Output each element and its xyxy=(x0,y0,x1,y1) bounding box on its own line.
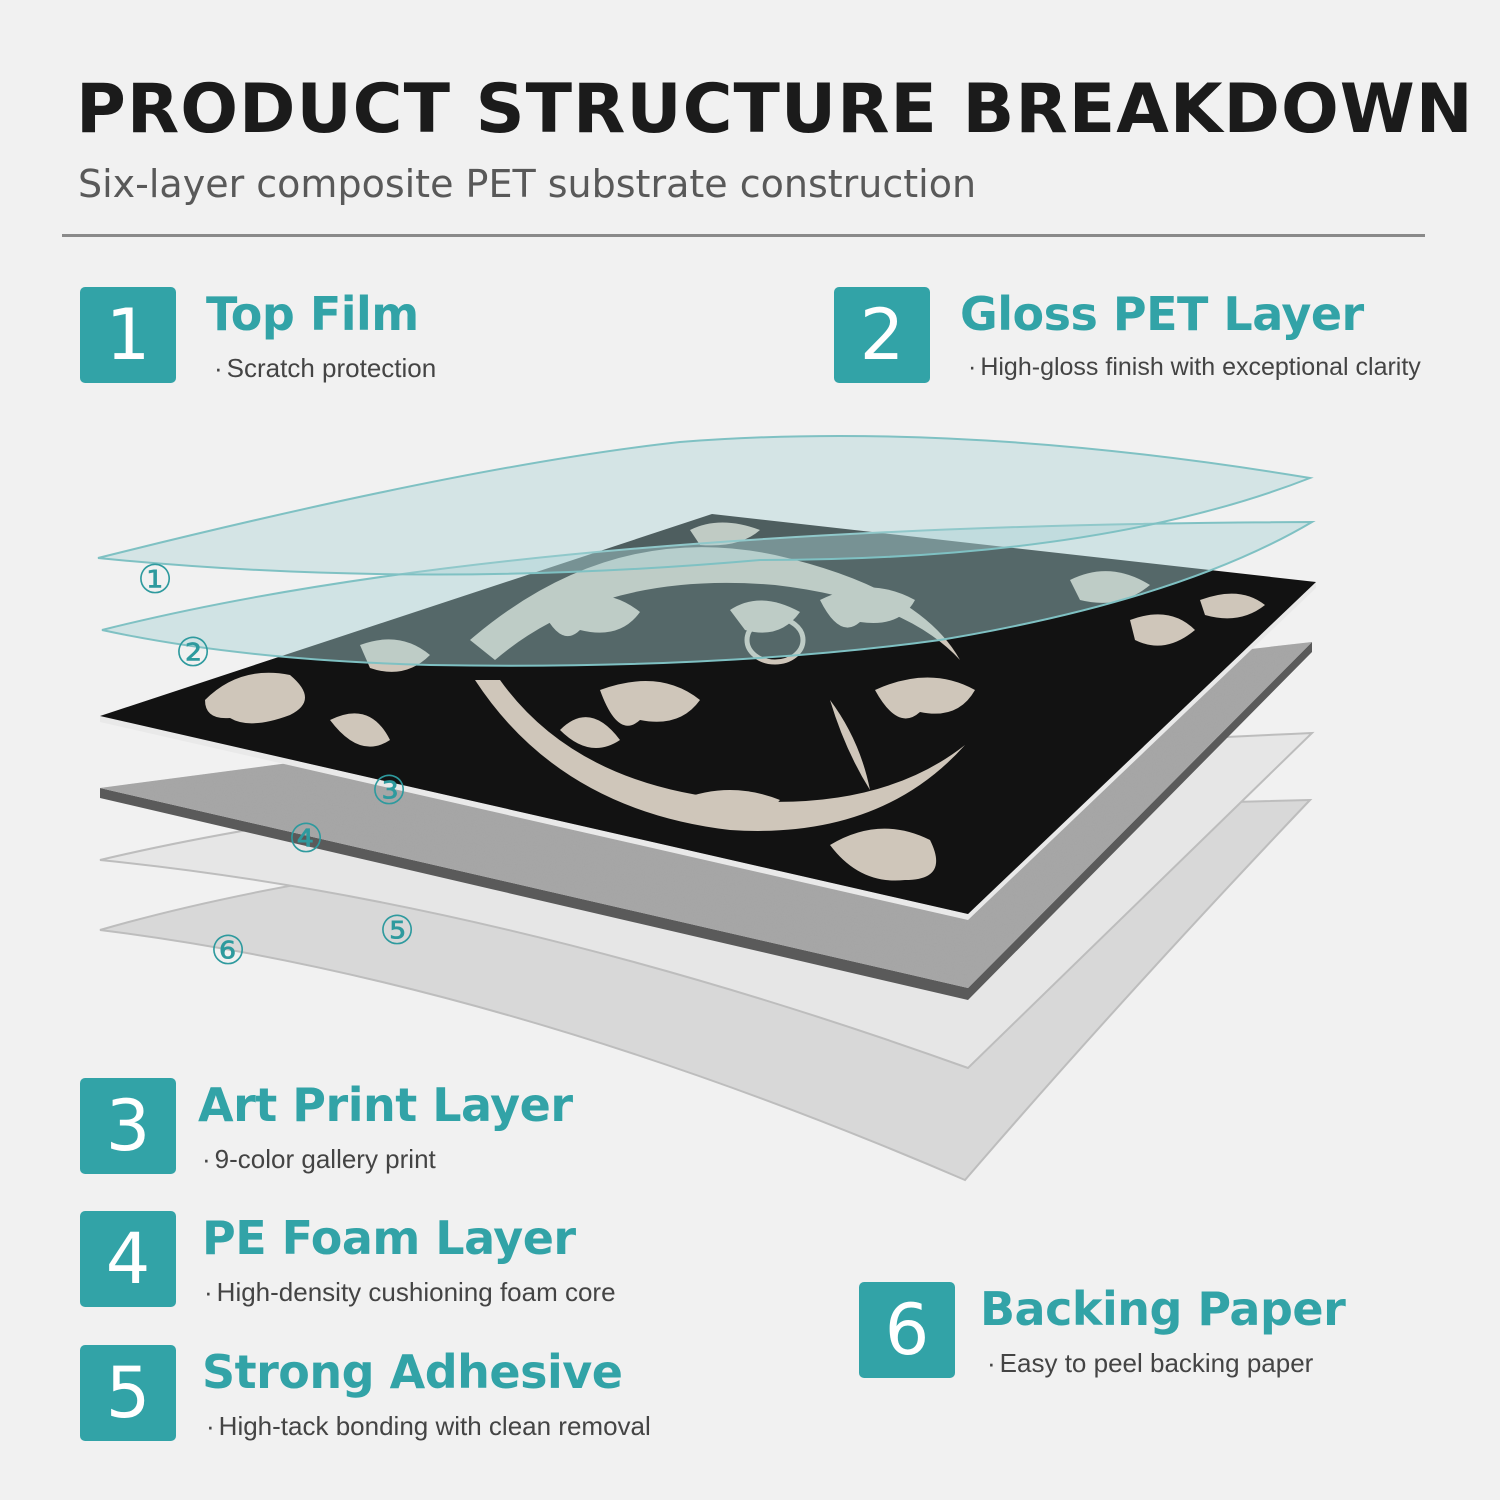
layer-description: Scratch protection xyxy=(214,353,437,384)
tile-pattern xyxy=(205,522,1265,881)
svg-text:⑥: ⑥ xyxy=(210,928,246,974)
svg-text:④: ④ xyxy=(288,816,324,862)
layer-number-badge: 3 xyxy=(80,1078,176,1174)
layer-number-badge: 6 xyxy=(859,1282,955,1378)
layer-description: 9-color gallery print xyxy=(202,1144,436,1175)
gloss-pet-film xyxy=(101,520,1316,667)
layer-name: Art Print Layer xyxy=(198,1078,573,1132)
marker-1: ① xyxy=(137,557,173,603)
layer-number-badge: 2 xyxy=(834,287,930,383)
layer-number-badge: 1 xyxy=(80,287,176,383)
layer-number-badge: 5 xyxy=(80,1345,176,1441)
layer-name: Top Film xyxy=(206,287,419,341)
layer-name: PE Foam Layer xyxy=(202,1211,576,1265)
marker-2: ② xyxy=(175,630,211,676)
svg-text:⑤: ⑤ xyxy=(379,908,415,954)
svg-text:③: ③ xyxy=(371,768,407,814)
layer-description: High-density cushioning foam core xyxy=(204,1277,616,1308)
layer-name: Backing Paper xyxy=(980,1282,1346,1336)
layer-name: Strong Adhesive xyxy=(202,1345,623,1399)
layer-description: High-tack bonding with clean removal xyxy=(206,1411,651,1442)
marker-3: ③ xyxy=(371,768,407,814)
layer-description: High-gloss finish with exceptional clari… xyxy=(968,353,1420,382)
svg-text:①: ① xyxy=(137,557,173,603)
layer-description: Easy to peel backing paper xyxy=(987,1348,1314,1379)
layer-number-badge: 4 xyxy=(80,1211,176,1307)
layer-name: Gloss PET Layer xyxy=(960,287,1364,341)
header-divider xyxy=(62,234,1425,237)
marker-4: ④ xyxy=(288,816,324,862)
svg-text:②: ② xyxy=(175,630,211,676)
marker-6: ⑥ xyxy=(210,928,246,974)
page-title: PRODUCT STRUCTURE BREAKDOWN xyxy=(76,70,1474,149)
art-print-tile xyxy=(100,514,1316,920)
page-subtitle: Six-layer composite PET substrate constr… xyxy=(78,162,977,206)
top-film xyxy=(97,434,1314,576)
marker-5: ⑤ xyxy=(379,908,415,954)
